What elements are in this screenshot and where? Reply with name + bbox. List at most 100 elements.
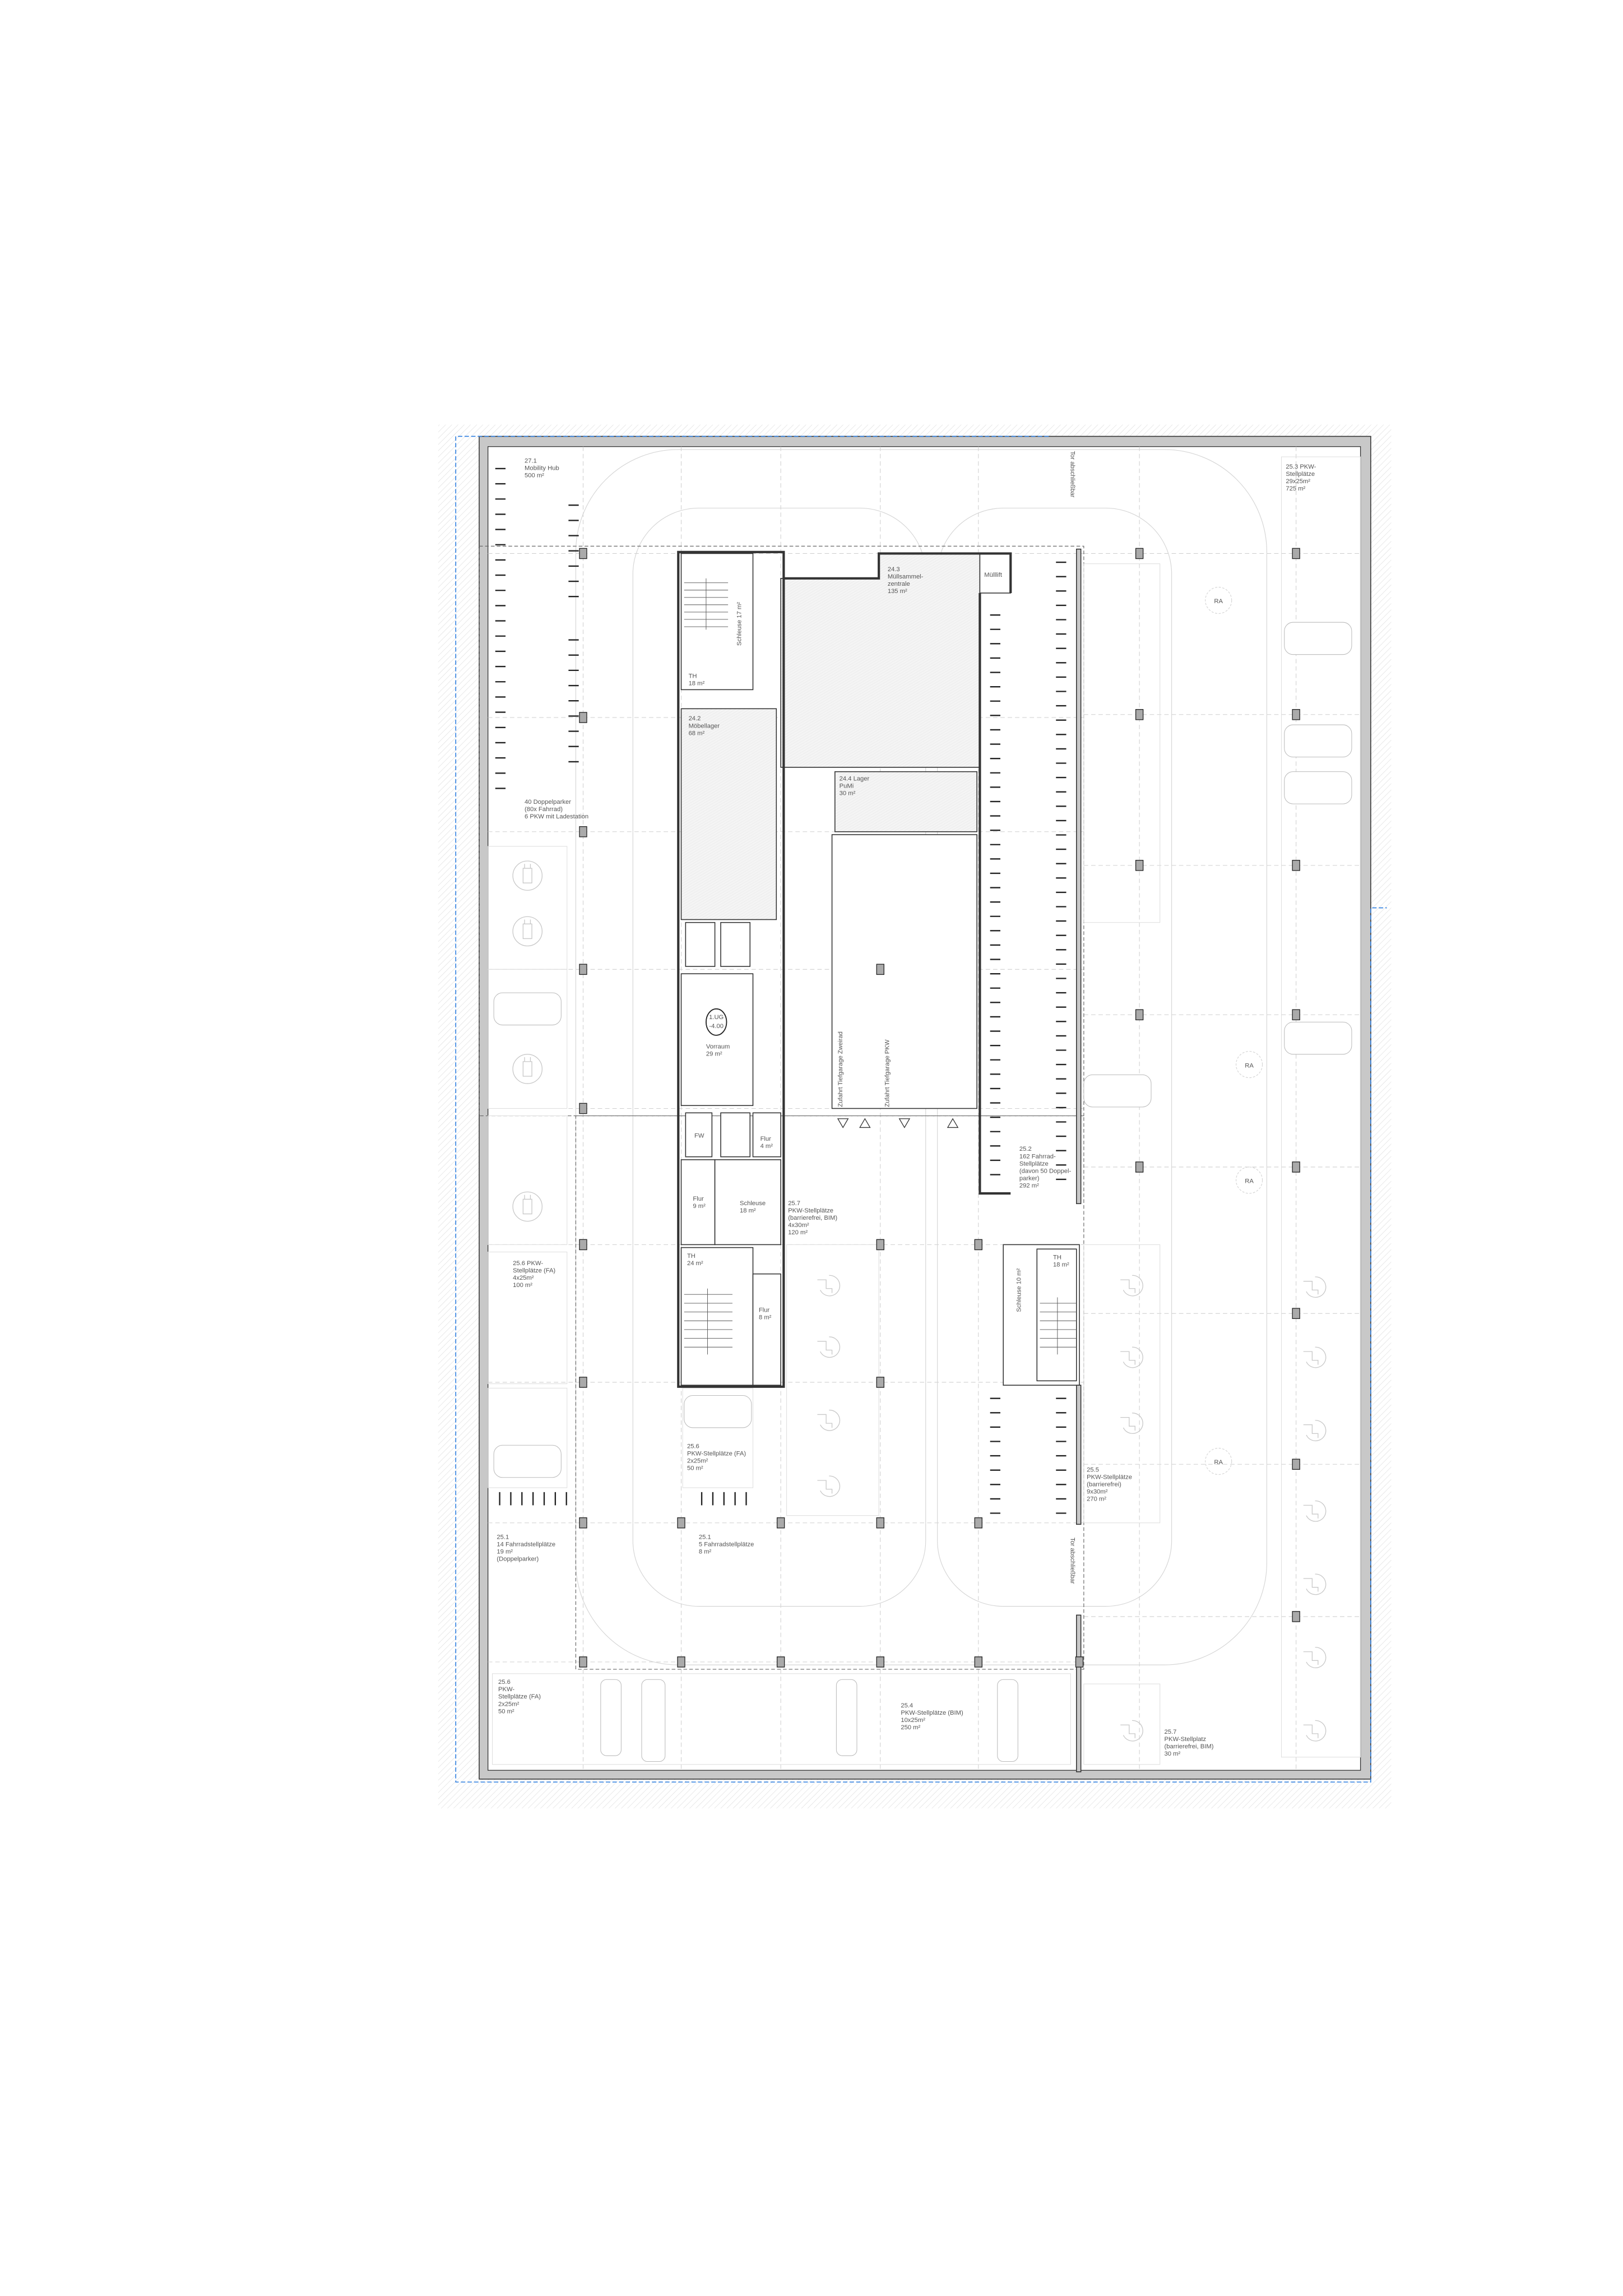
ramp-area: [831, 834, 977, 1109]
car-icons: [493, 622, 1352, 1762]
column: [579, 1656, 587, 1668]
room-flur-8: [752, 1273, 781, 1386]
arrow-up-icon: [859, 1118, 871, 1128]
column: [579, 1103, 587, 1114]
room-schleuse-10: Schleuse 10 m²: [1016, 1268, 1023, 1312]
room-schleuse-18: [714, 1159, 781, 1246]
column: [1292, 1611, 1300, 1622]
wheelchair-icon: [1303, 1420, 1327, 1442]
car-icon: [493, 1445, 562, 1478]
column: [579, 548, 587, 559]
wheelchair-icon: [1303, 1573, 1327, 1595]
wheelchair-icon: [1303, 1647, 1327, 1668]
column: [1135, 1009, 1144, 1021]
wheelchair-icon: [1303, 1500, 1327, 1522]
column: [1135, 548, 1144, 559]
bike-wall: [1076, 548, 1082, 1205]
column: [1292, 548, 1300, 559]
ra-markers: RA RA RA RA: [1205, 586, 1263, 1475]
car-icon: [1284, 1021, 1352, 1055]
wheelchair-icon: [1120, 1413, 1143, 1434]
column: [579, 1517, 587, 1529]
column: [1292, 1459, 1300, 1470]
column: [974, 1517, 982, 1529]
wheelchair-icon: [817, 1475, 841, 1497]
column: [579, 712, 587, 723]
columns: [579, 548, 1300, 1668]
wheelchair-icon: [817, 1336, 841, 1358]
car-icon: [1284, 724, 1352, 758]
column: [1135, 709, 1144, 720]
column: [876, 964, 884, 975]
room-muellsammelzentrale: [780, 553, 981, 768]
column: [677, 1656, 685, 1668]
label-muelllift: Mülllift: [984, 572, 1003, 578]
access-two-wheeler: Zufahrt Tiefgarage Zweirad: [837, 1031, 844, 1107]
wall-bottom-divider: [1076, 1614, 1082, 1772]
column: [974, 1239, 982, 1251]
plug-icon: [522, 864, 532, 883]
room-lager-pumi: [834, 771, 977, 832]
plug-icon: [522, 919, 532, 939]
car-icon: [997, 1679, 1018, 1762]
lift-1: [685, 922, 716, 967]
label-doppelparker: 40 Doppelparker(80x Fahrrad)6 PKW mit La…: [525, 799, 588, 820]
ra-label: RA: [1214, 1459, 1223, 1466]
stair-right: [1040, 1297, 1077, 1355]
column: [876, 1517, 884, 1529]
column: [1075, 1656, 1084, 1668]
car-icon: [1284, 622, 1352, 655]
level-label: 1.UG: [709, 1014, 724, 1021]
label-fw: FW: [694, 1133, 704, 1140]
column: [1135, 860, 1144, 871]
column: [876, 1239, 884, 1251]
ra-label: RA: [1245, 1062, 1254, 1069]
wall-lower-right: [1076, 1385, 1082, 1525]
wheelchair-icons: [817, 1275, 1327, 1742]
column: [677, 1517, 685, 1529]
property-line: [455, 436, 1387, 1783]
ev-charging-icon: [512, 1054, 542, 1084]
ev-charging-icon: [512, 860, 542, 891]
storage-outline: [783, 552, 1012, 1195]
car-icon: [684, 1395, 752, 1428]
wheelchair-icon: [1303, 1346, 1327, 1368]
car-icon: [600, 1679, 622, 1756]
lift-3: [720, 1112, 751, 1158]
room-th-top: [680, 553, 754, 691]
column: [579, 1239, 587, 1251]
column: [1292, 860, 1300, 871]
ev-charging-icons: [512, 860, 542, 1222]
room-fw: [685, 1112, 713, 1158]
room-schleuse-17: Schleuse 17 m²: [736, 602, 743, 646]
column: [876, 1377, 884, 1388]
plug-icon: [522, 1057, 532, 1077]
wheelchair-icon: [817, 1409, 841, 1431]
ev-charging-icon: [512, 1191, 542, 1222]
car-icon: [641, 1679, 666, 1762]
wheelchair-icon: [1303, 1720, 1327, 1742]
ramp-arrows: [837, 1118, 959, 1128]
stair-top: [684, 578, 729, 630]
column: [974, 1656, 982, 1668]
ra-label: RA: [1214, 598, 1223, 605]
room-th-24: [680, 1247, 754, 1386]
plug-icon: [522, 1195, 532, 1215]
column: [1292, 1161, 1300, 1173]
